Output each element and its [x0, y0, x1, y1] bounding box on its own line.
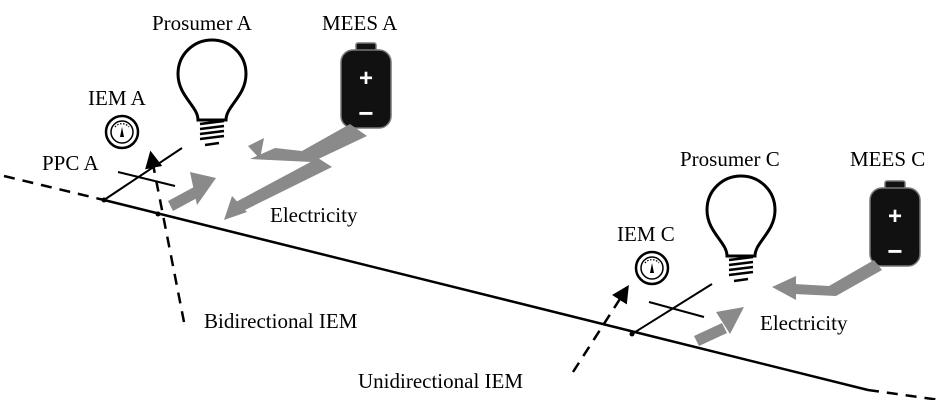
bidirectional-label: Bidirectional IEM — [204, 309, 358, 333]
battery-minus-sign: − — [358, 98, 373, 128]
battery-minus-sign: − — [887, 236, 902, 266]
electricity-flow-a — [168, 124, 367, 220]
electricity-flow-c — [694, 260, 882, 346]
battery-icon: + − — [340, 42, 392, 129]
unidirectional-label: Unidirectional IEM — [358, 369, 523, 393]
meter-icon — [104, 114, 140, 150]
ppc-c-connection — [631, 283, 713, 335]
battery-plus-sign: + — [359, 65, 373, 92]
light-bulb-icon — [176, 38, 248, 147]
light-bulb-icon — [705, 174, 777, 283]
battery-icon: + − — [869, 180, 921, 267]
meter-icon — [634, 250, 670, 286]
prosumer-c-label: Prosumer C — [680, 147, 780, 171]
bidirectional-pointer — [145, 150, 186, 323]
mees-c-label: MEES C — [850, 147, 925, 171]
iem-c-label: IEM C — [617, 222, 675, 246]
battery-plus-sign: + — [888, 203, 902, 230]
prosumer-a-label: Prosumer A — [152, 11, 253, 35]
ppc-a-label: PPC A — [42, 151, 99, 175]
mees-a-label: MEES A — [322, 11, 398, 35]
electricity-a-label: Electricity — [270, 203, 358, 227]
electricity-c-label: Electricity — [760, 311, 848, 335]
iem-a-label: IEM A — [88, 86, 147, 110]
unidirectional-pointer — [571, 285, 629, 373]
ppc-a-connection — [103, 147, 183, 217]
